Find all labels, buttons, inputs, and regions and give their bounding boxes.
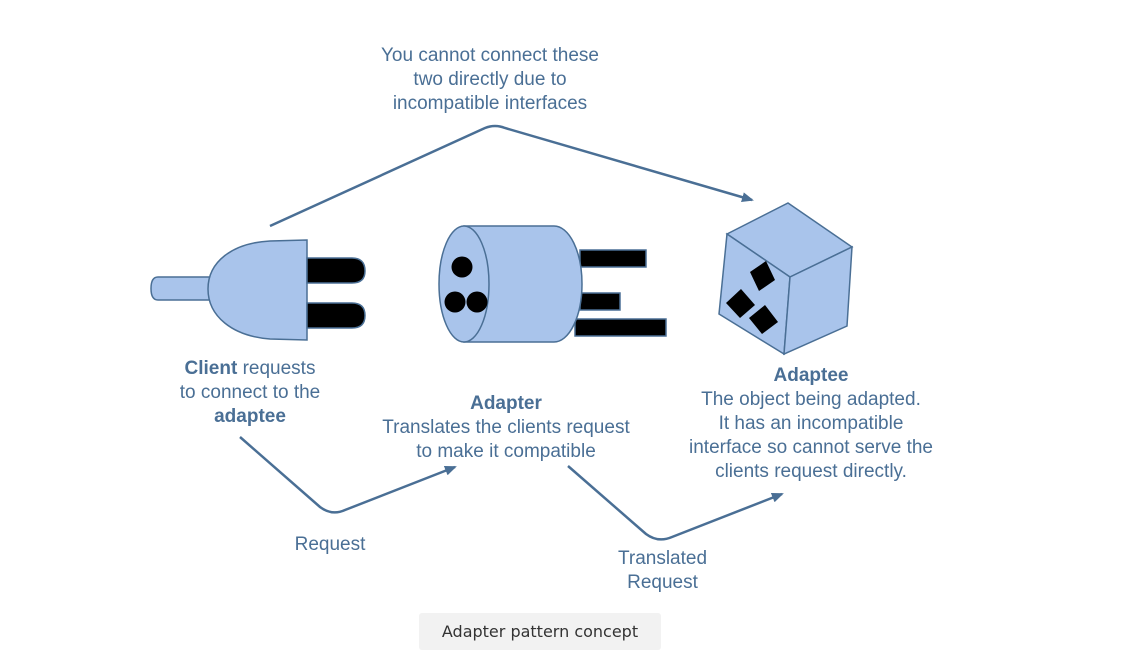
client-line-1: requests <box>237 358 316 379</box>
translated-request-label: Translated Request <box>590 547 735 595</box>
client-title: Client <box>184 358 238 379</box>
adaptee-description: Adaptee The object being adapted. It has… <box>666 364 956 484</box>
figure-caption: Adapter pattern concept <box>419 613 661 650</box>
adaptee-line-4: clients request directly. <box>715 461 907 482</box>
plug-icon <box>150 239 366 341</box>
adaptee-line-3: interface so cannot serve the <box>689 437 933 458</box>
request-arrow <box>239 436 457 514</box>
note-line-3: incompatible interfaces <box>392 93 588 114</box>
adapter-icon <box>438 225 667 343</box>
adapter-description: Adapter Translates the clients request t… <box>356 392 656 464</box>
socket-cube-icon <box>718 202 854 356</box>
adapter-title: Adapter <box>470 393 542 414</box>
translated-line-2: Request <box>627 572 698 593</box>
incompatible-interfaces-note: You cannot connect these two directly du… <box>340 44 640 116</box>
client-description: Client requests to connect to the adapte… <box>150 357 350 429</box>
translated-request-arrow <box>567 465 784 541</box>
request-text: Request <box>294 534 366 555</box>
adapter-line-2: to make it compatible <box>416 441 596 462</box>
translated-line-1: Translated <box>617 548 708 569</box>
note-line-1: You cannot connect these <box>381 45 599 66</box>
adaptee-title: Adaptee <box>773 365 849 386</box>
note-line-2: two directly due to <box>413 69 567 90</box>
incompatible-connection-arrow <box>269 124 754 228</box>
adaptee-line-2: It has an incompatible <box>718 413 904 434</box>
client-line-2: to connect to the <box>179 382 321 403</box>
request-label: Request <box>270 533 390 557</box>
adapter-line-1: Translates the clients request <box>382 417 630 438</box>
client-adaptee-word: adaptee <box>214 406 286 427</box>
adaptee-line-1: The object being adapted. <box>701 389 921 410</box>
